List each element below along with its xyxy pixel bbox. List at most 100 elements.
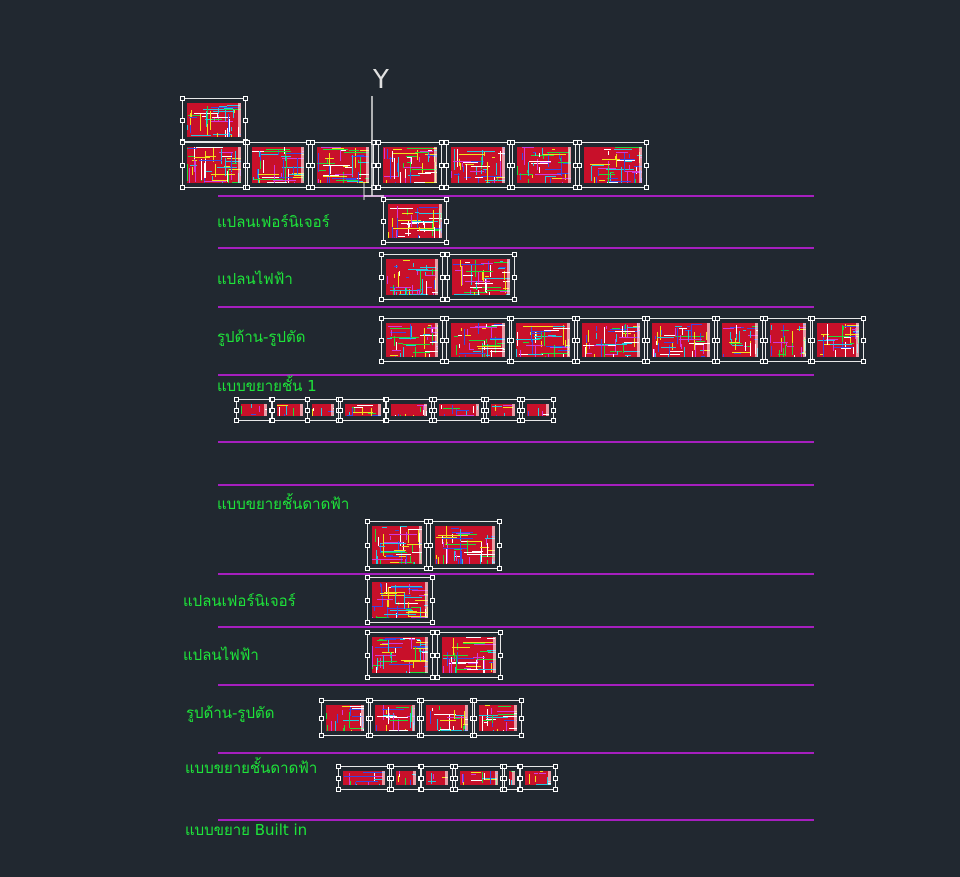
selection-grip-handle[interactable] — [444, 185, 449, 190]
selection-grip-handle[interactable] — [435, 630, 440, 635]
selection-grip-handle[interactable] — [432, 418, 437, 423]
selection-grip-handle[interactable] — [310, 140, 315, 145]
selection-grip-handle[interactable] — [430, 598, 435, 603]
selection-grip-handle[interactable] — [472, 733, 477, 738]
selection-grip-handle[interactable] — [715, 316, 720, 321]
selection-grip-handle[interactable] — [518, 764, 523, 769]
selection-grip-handle[interactable] — [575, 338, 580, 343]
section-label-builtin-detail[interactable]: แบบขยาย Built in — [185, 821, 308, 839]
selection-grip-handle[interactable] — [553, 787, 558, 792]
selection-grip-handle[interactable] — [472, 698, 477, 703]
selection-grip-handle[interactable] — [498, 653, 503, 658]
selection-grip-handle[interactable] — [336, 764, 341, 769]
selection-grip-handle[interactable] — [432, 408, 437, 413]
drawing-sheet-thumbnail[interactable] — [245, 140, 311, 190]
selection-grip-handle[interactable] — [510, 140, 515, 145]
drawing-sheet-thumbnail[interactable] — [180, 96, 248, 144]
drawing-sheet-thumbnail[interactable] — [484, 397, 522, 423]
section-label-floor1-electrical[interactable]: แปลนไฟฟ้า — [217, 270, 293, 288]
selection-grip-handle[interactable] — [444, 338, 449, 343]
selection-grip-handle[interactable] — [497, 566, 502, 571]
selection-grip-handle[interactable] — [440, 252, 445, 257]
selection-grip-handle[interactable] — [644, 140, 649, 145]
selection-grip-handle[interactable] — [551, 418, 556, 423]
drawing-sheet-thumbnail[interactable] — [509, 316, 577, 364]
selection-grip-handle[interactable] — [270, 418, 275, 423]
selection-grip-handle[interactable] — [715, 338, 720, 343]
selection-grip-handle[interactable] — [810, 359, 815, 364]
drawing-sheet-thumbnail[interactable] — [379, 316, 445, 364]
selection-grip-handle[interactable] — [502, 787, 507, 792]
selection-grip-handle[interactable] — [430, 653, 435, 658]
selection-grip-handle[interactable] — [472, 716, 477, 721]
selection-grip-handle[interactable] — [245, 163, 250, 168]
selection-grip-handle[interactable] — [365, 543, 370, 548]
section-label-roof-detail-2[interactable]: แบบขยายชั้นดาดฟ้า — [185, 759, 318, 777]
selection-grip-handle[interactable] — [440, 275, 445, 280]
selection-grip-handle[interactable] — [453, 764, 458, 769]
selection-grip-handle[interactable] — [245, 140, 250, 145]
selection-grip-handle[interactable] — [498, 630, 503, 635]
selection-grip-handle[interactable] — [338, 408, 343, 413]
selection-grip-handle[interactable] — [861, 338, 866, 343]
selection-grip-handle[interactable] — [453, 776, 458, 781]
selection-grip-handle[interactable] — [510, 163, 515, 168]
selection-grip-handle[interactable] — [444, 197, 449, 202]
drawing-sheet-thumbnail[interactable] — [234, 397, 274, 423]
drawing-sheet-thumbnail[interactable] — [472, 698, 524, 738]
selection-grip-handle[interactable] — [368, 716, 373, 721]
section-label-roof-detail-1[interactable]: แบบขยายชั้นดาดฟ้า — [217, 495, 350, 513]
drawing-sheet-thumbnail[interactable] — [389, 764, 423, 792]
selection-grip-handle[interactable] — [365, 575, 370, 580]
drawing-sheet-thumbnail[interactable] — [338, 397, 388, 423]
selection-grip-handle[interactable] — [234, 397, 239, 402]
selection-grip-handle[interactable] — [444, 240, 449, 245]
selection-grip-handle[interactable] — [575, 359, 580, 364]
selection-grip-handle[interactable] — [432, 397, 437, 402]
drawing-sheet-thumbnail[interactable] — [379, 252, 445, 302]
selection-grip-handle[interactable] — [577, 140, 582, 145]
selection-grip-handle[interactable] — [365, 566, 370, 571]
selection-grip-handle[interactable] — [644, 185, 649, 190]
selection-grip-handle[interactable] — [419, 733, 424, 738]
section-label-floor1-furniture[interactable]: แปลนเฟอร์นิเจอร์ — [217, 213, 330, 231]
section-label-floor1-detail[interactable]: แบบขยายชั้น 1 — [217, 377, 317, 395]
drawing-sheet-thumbnail[interactable] — [381, 197, 449, 245]
drawing-sheet-thumbnail[interactable] — [384, 397, 434, 423]
drawing-sheet-thumbnail[interactable] — [365, 630, 435, 680]
selection-grip-handle[interactable] — [368, 698, 373, 703]
selection-grip-handle[interactable] — [553, 764, 558, 769]
selection-grip-handle[interactable] — [445, 252, 450, 257]
selection-grip-handle[interactable] — [502, 776, 507, 781]
selection-grip-handle[interactable] — [270, 397, 275, 402]
selection-grip-handle[interactable] — [435, 653, 440, 658]
drawing-sheet-thumbnail[interactable] — [336, 764, 392, 792]
drawing-sheet-thumbnail[interactable] — [520, 397, 556, 423]
selection-grip-handle[interactable] — [484, 418, 489, 423]
selection-grip-handle[interactable] — [379, 252, 384, 257]
selection-grip-handle[interactable] — [419, 787, 424, 792]
selection-grip-handle[interactable] — [439, 185, 444, 190]
drawing-sheet-thumbnail[interactable] — [810, 316, 866, 364]
selection-grip-handle[interactable] — [763, 359, 768, 364]
selection-grip-handle[interactable] — [379, 297, 384, 302]
selection-grip-handle[interactable] — [379, 275, 384, 280]
selection-grip-handle[interactable] — [419, 764, 424, 769]
selection-grip-handle[interactable] — [305, 408, 310, 413]
selection-grip-handle[interactable] — [553, 776, 558, 781]
selection-grip-handle[interactable] — [389, 764, 394, 769]
selection-grip-handle[interactable] — [444, 140, 449, 145]
drawing-sheet-thumbnail[interactable] — [428, 519, 502, 571]
selection-grip-handle[interactable] — [497, 519, 502, 524]
selection-grip-handle[interactable] — [810, 316, 815, 321]
drawing-sheet-thumbnail[interactable] — [444, 140, 512, 190]
drawing-sheet-thumbnail[interactable] — [453, 764, 505, 792]
selection-grip-handle[interactable] — [810, 338, 815, 343]
selection-grip-handle[interactable] — [180, 185, 185, 190]
selection-grip-handle[interactable] — [445, 275, 450, 280]
section-label-floor1-elevation[interactable]: รูปด้าน-รูปตัด — [217, 328, 306, 346]
drawing-sheet-thumbnail[interactable] — [180, 140, 248, 190]
selection-grip-handle[interactable] — [551, 408, 556, 413]
selection-grip-handle[interactable] — [419, 698, 424, 703]
selection-grip-handle[interactable] — [270, 408, 275, 413]
